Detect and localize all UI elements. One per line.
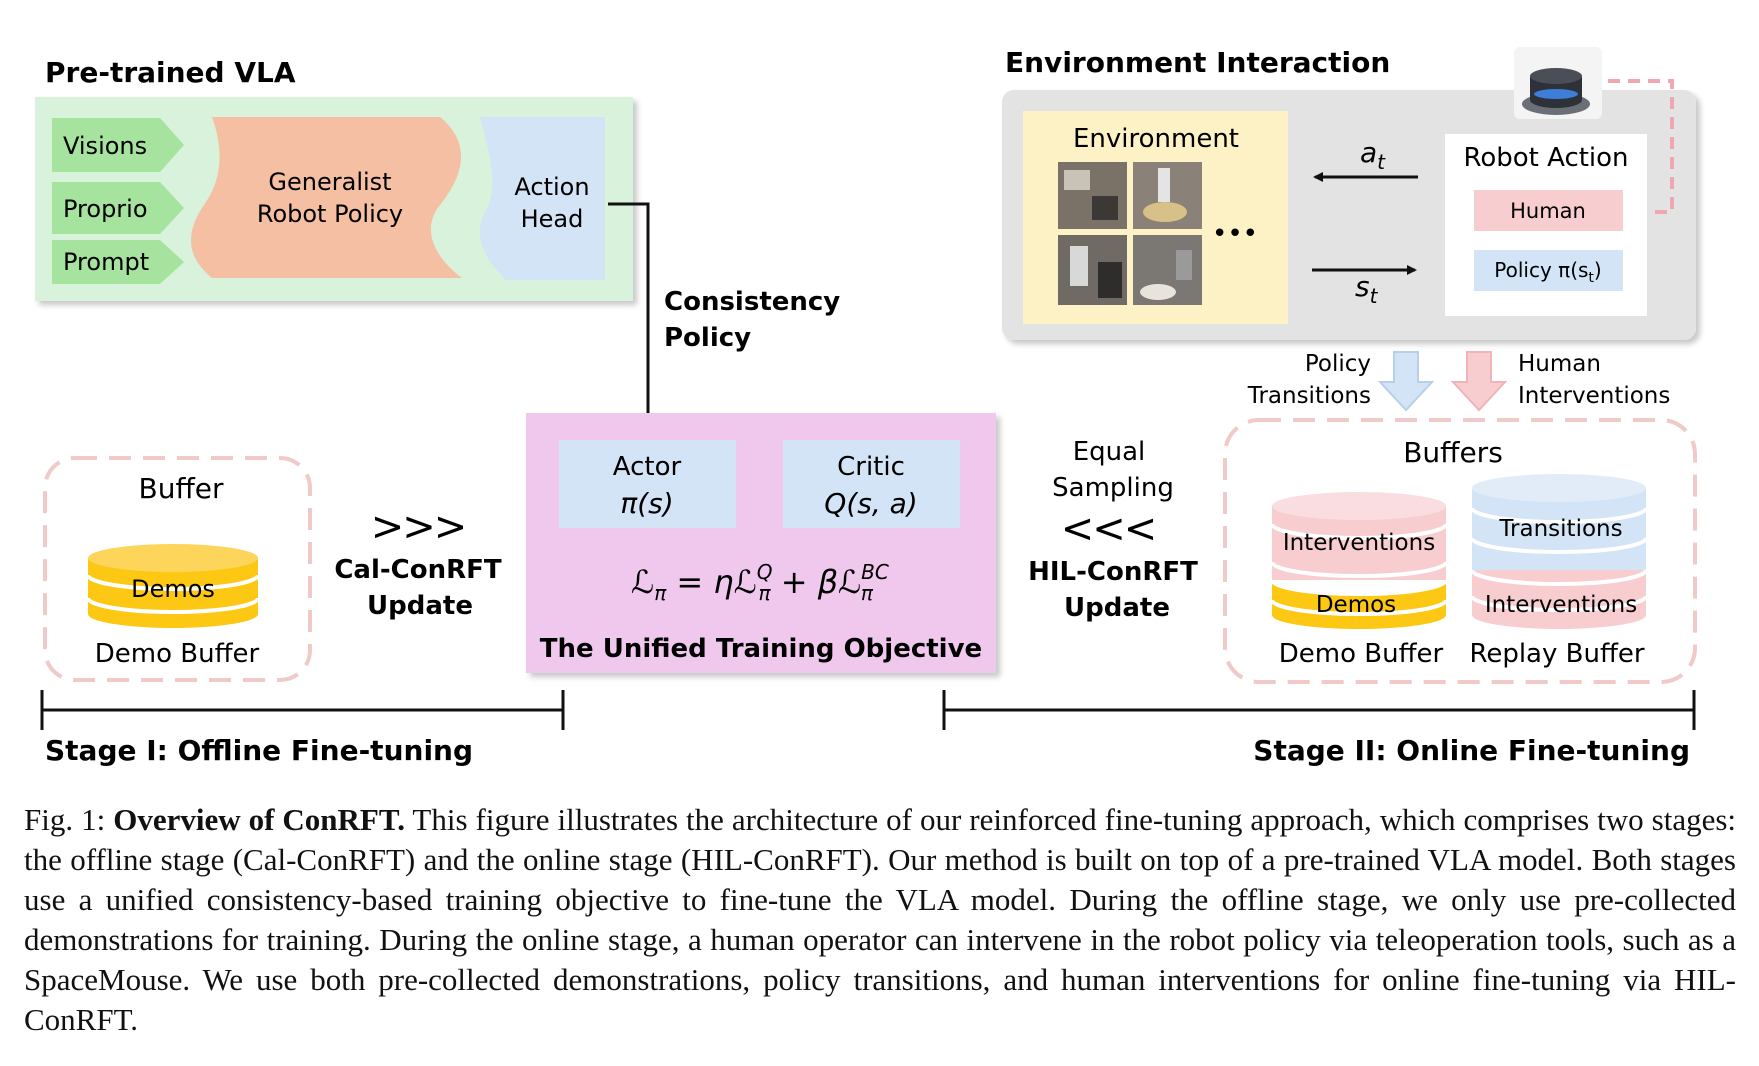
generalist-policy-shape: [190, 117, 463, 278]
cal-arrows: >>>: [371, 504, 466, 550]
hil-update-line-2: Update: [1064, 593, 1170, 623]
environment-photos: [1058, 162, 1202, 305]
consistency-label-2: Policy: [664, 323, 751, 353]
policy-transitions-arrow: [1377, 351, 1435, 412]
policy-box: [1474, 250, 1623, 291]
pretrained-title: Pre-trained VLA: [45, 56, 296, 89]
actor-formula: π(s): [620, 487, 673, 520]
cal-update-line-2: Update: [367, 591, 473, 621]
demos-label: Demos: [131, 575, 215, 603]
demo-buffer-interventions: Interventions: [1283, 530, 1435, 556]
human-interventions-line-2: Interventions: [1518, 383, 1670, 409]
equal-sampling-line-2: Sampling: [1052, 473, 1174, 503]
consistency-connector: [608, 202, 653, 440]
cal-update-line-1: Cal-ConRFT: [334, 555, 502, 585]
robot-action-label: Robot Action: [1463, 143, 1628, 173]
demo-cylinder: [86, 544, 260, 628]
stage2-demo-buffer-label: Demo Buffer: [1279, 639, 1444, 669]
figure-caption: Fig. 1: Overview of ConRFT. This figure …: [24, 800, 1736, 1040]
hil-arrows: <<<: [1061, 506, 1156, 552]
replay-buffer-interventions: Interventions: [1485, 592, 1637, 618]
environment-dots: •••: [1212, 219, 1258, 249]
policy-line-2: Robot Policy: [257, 200, 403, 228]
stage1-label: Stage I: Offline Fine-tuning: [45, 734, 473, 767]
stage1-buffer-title: Buffer: [139, 472, 224, 505]
conrft-diagram: Pre-trained VLA Visions Proprio Prompt G…: [35, 46, 1697, 767]
hil-update-line-1: HIL-ConRFT: [1028, 557, 1198, 587]
policy-label: Policy π(st): [1494, 258, 1601, 286]
replay-buffer-transitions: Transitions: [1498, 516, 1622, 542]
consistency-label-1: Consistency: [664, 287, 840, 317]
stage1-demo-buffer-label: Demo Buffer: [95, 639, 260, 669]
critic-label: Critic: [837, 452, 905, 482]
input-prompt: Prompt: [63, 248, 149, 276]
stage1-bracket: [40, 690, 565, 730]
environment-label: Environment: [1073, 124, 1239, 154]
human-interventions-line-1: Human: [1518, 351, 1601, 377]
state-symbol: st: [1355, 270, 1379, 308]
stage2-bracket: [942, 690, 1696, 730]
human-interventions-arrow: [1450, 351, 1508, 412]
input-visions-shape: [52, 118, 184, 172]
action-symbol: at: [1360, 136, 1386, 174]
buffers-frame: [1223, 418, 1697, 684]
env-title: Environment Interaction: [1005, 46, 1390, 79]
human-label: Human: [1510, 199, 1586, 223]
actor-box: [559, 440, 736, 528]
caption-prefix: Fig. 1:: [24, 802, 114, 837]
action-head-shape: [479, 117, 605, 280]
equal-sampling-line-1: Equal: [1073, 437, 1146, 467]
critic-box: [783, 440, 960, 528]
policy-transitions-line-1: Policy: [1305, 351, 1371, 377]
human-feedback-path: [1608, 79, 1674, 218]
caption-body: This figure illustrates the architecture…: [24, 802, 1737, 1037]
demo-buffer-cylinder: [1270, 492, 1448, 629]
policy-transitions-line-2: Transitions: [1247, 383, 1371, 409]
input-proprio: Proprio: [63, 195, 148, 223]
input-prompt-shape: [52, 240, 184, 284]
critic-formula: Q(s, a): [824, 487, 917, 520]
replay-buffer-cylinder: [1470, 474, 1648, 629]
stage2-label: Stage II: Online Fine-tuning: [1253, 734, 1690, 767]
objective-title: The Unified Training Objective: [540, 634, 982, 664]
demo-buffer-demos: Demos: [1316, 592, 1396, 618]
stage1-buffer-frame: [43, 456, 312, 682]
buffers-title: Buffers: [1403, 436, 1503, 469]
actor-label: Actor: [613, 452, 682, 482]
human-box: [1474, 190, 1623, 231]
action-head-line-2: Head: [521, 205, 584, 233]
input-visions: Visions: [63, 132, 147, 160]
input-proprio-shape: [52, 182, 184, 234]
spacemouse-picture: [1514, 47, 1602, 119]
stage2-replay-buffer-label: Replay Buffer: [1469, 639, 1644, 669]
policy-line-1: Generalist: [268, 168, 391, 196]
action-head-line-1: Action: [514, 173, 589, 201]
caption-title: Overview of ConRFT.: [113, 802, 405, 837]
